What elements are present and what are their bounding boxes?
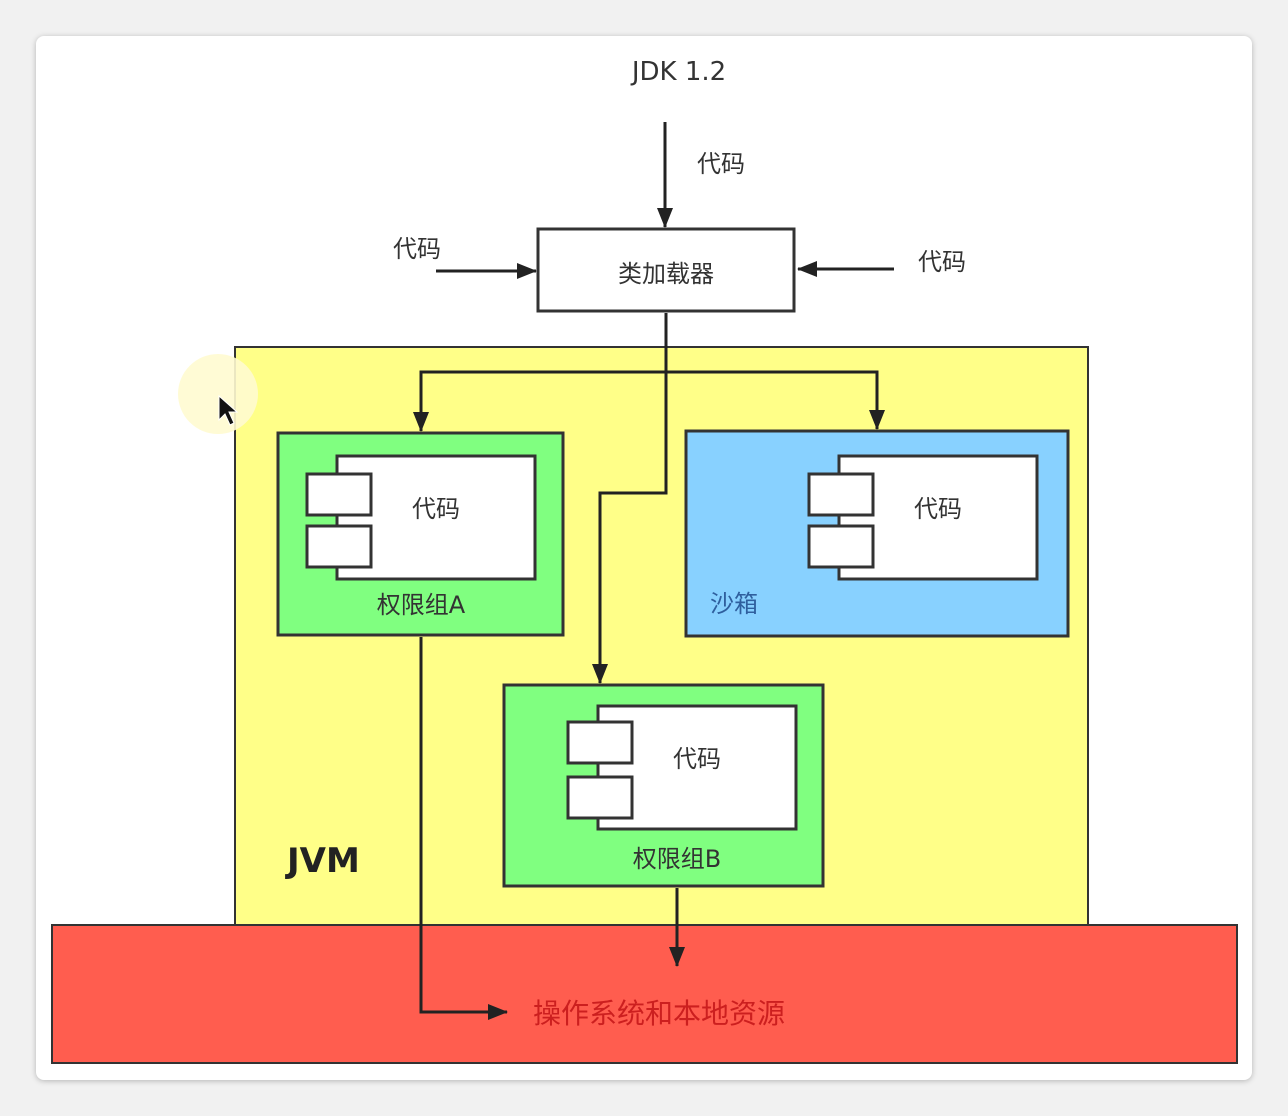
connector-loader-to-sandbox [666,370,885,430]
mouse-cursor-icon [218,394,239,426]
connector-loader-to-group-b [592,372,668,684]
component-port [566,720,634,765]
os-label: 操作系统和本地资源 [533,997,785,1030]
sandbox [684,429,1070,638]
sandbox-code-label: 代码 [914,495,962,523]
group-a-label: 权限组A [377,591,466,619]
os-region [51,924,1238,1064]
jvm-label: JVM [285,841,360,881]
component-port [807,524,875,569]
code-label-left: 代码 [393,235,441,263]
group-a-code-label: 代码 [412,495,460,523]
component-port [566,775,634,820]
component-port [305,524,373,569]
cursor-highlight [178,354,258,434]
connector-loader-to-group-a [413,313,668,432]
group-b-code-label: 代码 [673,745,721,773]
code-label-top: 代码 [697,150,745,178]
component-port [807,472,875,517]
permission-group-b [502,683,825,888]
group-b-label: 权限组B [633,845,721,873]
connector-group-a-to-os [419,637,508,1020]
component-port [305,472,373,517]
permission-group-a [276,431,565,637]
code-label-right: 代码 [918,248,966,276]
sandbox-label: 沙箱 [710,590,758,618]
class-loader-box [536,227,796,313]
class-loader-label: 类加载器 [618,260,714,288]
diagram-title: JDK 1.2 [630,57,726,87]
